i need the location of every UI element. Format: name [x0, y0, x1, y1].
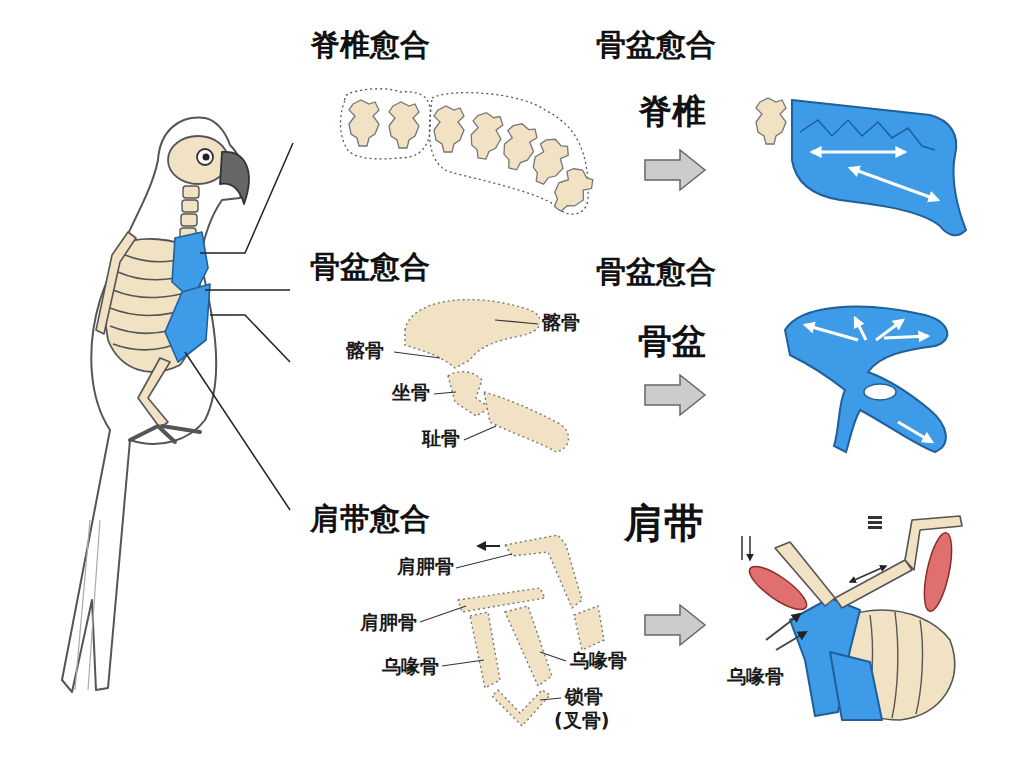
- part-label: 耻骨: [420, 428, 462, 450]
- part-label: 锁骨: [563, 686, 605, 708]
- part-label: 肩胛骨: [395, 556, 456, 578]
- section-heading: 骨盆愈合: [308, 250, 432, 285]
- section-heading: 骨盆愈合: [594, 28, 718, 63]
- part-label: 乌喙骨: [568, 650, 629, 672]
- section-heading: 骨盆愈合: [594, 255, 718, 290]
- part-label: 乌喙骨: [380, 656, 441, 678]
- section-heading: 肩带: [622, 500, 706, 546]
- part-label: 肩胛骨: [358, 612, 419, 634]
- leader-lines: [185, 143, 293, 510]
- transition-arrows: [645, 150, 705, 645]
- direction-arrow: [478, 545, 500, 547]
- part-label: 髂骨: [540, 312, 582, 334]
- section-heading: 骨盆: [636, 322, 708, 361]
- section-heading: 肩带愈合: [308, 502, 432, 537]
- part-label: 髂骨: [344, 340, 386, 362]
- shoulder-girdle: [742, 516, 962, 720]
- part-label: 乌喙骨: [725, 666, 786, 688]
- part-label: 坐骨: [390, 382, 432, 404]
- fused-vertebrae: [756, 98, 966, 235]
- section-heading: 脊椎: [636, 92, 708, 131]
- leader-lines: [394, 320, 538, 440]
- section-heading: 脊椎愈合: [308, 28, 432, 63]
- part-label: (叉骨): [552, 710, 611, 732]
- shoulder-pieces: [458, 535, 604, 726]
- vertebrae-figure: [340, 89, 597, 218]
- fused-pelvis: [785, 307, 947, 452]
